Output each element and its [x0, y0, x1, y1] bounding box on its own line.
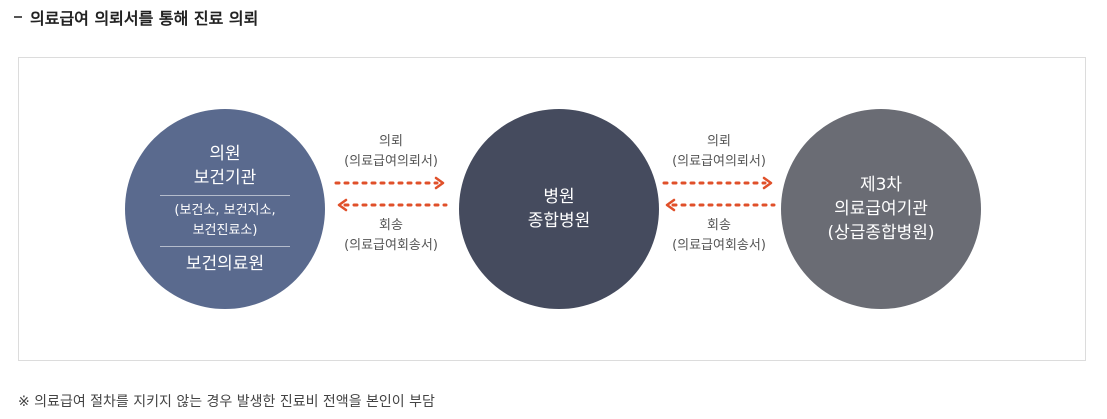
referral-diagram: 의원 보건기관 (보건소, 보건지소, 보건진료소) 보건의료원 의뢰 (의료급… [18, 57, 1086, 361]
hospital-line1: 병원 [543, 187, 575, 207]
section-title-text: 의료급여 의뢰서를 통해 진료 의뢰 [30, 9, 259, 28]
flow-right: 의뢰 (의료급여의뢰서) 회송 (의료급여회송서) [659, 132, 779, 256]
clinic-sub2: 보건진료소) [192, 223, 258, 238]
title-dash-icon [14, 16, 22, 18]
arrow-left-icon [659, 194, 779, 216]
circle-clinic: 의원 보건기관 (보건소, 보건지소, 보건진료소) 보건의료원 [125, 109, 325, 309]
circle-tertiary: 제3차 의료급여기관 (상급종합병원) [781, 109, 981, 309]
clinic-divider-top [160, 195, 290, 196]
section-title: 의료급여 의뢰서를 통해 진료 의뢰 [14, 4, 258, 30]
arrow-left-icon [331, 194, 451, 216]
flow-right-return-label: 회송 [707, 218, 731, 233]
clinic-line1: 의원 [209, 144, 241, 164]
hospital-line2: 종합병원 [527, 211, 591, 231]
footnote: ※ 의료급여 절차를 지키지 않는 경우 발생한 진료비 전액을 본인이 부담 [18, 394, 435, 410]
flow-right-referral-doc: (의료급여의뢰서) [672, 154, 766, 169]
circle-hospital: 병원 종합병원 [459, 109, 659, 309]
flow-left-referral-label: 의뢰 [379, 134, 403, 149]
tertiary-line1: 제3차 [859, 175, 903, 195]
flow-left: 의뢰 (의료급여의뢰서) 회송 (의료급여회송서) [331, 132, 451, 256]
clinic-sub1: (보건소, 보건지소, [174, 203, 276, 218]
flow-left-return-label: 회송 [379, 218, 403, 233]
flow-left-referral-doc: (의료급여의뢰서) [344, 154, 438, 169]
clinic-line3: 보건의료원 [185, 254, 265, 274]
clinic-divider-bottom [160, 246, 290, 247]
arrow-right-icon [659, 172, 779, 194]
flow-left-return-doc: (의료급여회송서) [344, 238, 438, 253]
arrow-right-icon [331, 172, 451, 194]
flow-right-referral-label: 의뢰 [707, 134, 731, 149]
tertiary-line2: 의료급여기관 [834, 199, 928, 219]
tertiary-line3: (상급종합병원) [827, 223, 935, 243]
clinic-line2: 보건기관 [193, 168, 257, 188]
flow-right-return-doc: (의료급여회송서) [672, 238, 766, 253]
